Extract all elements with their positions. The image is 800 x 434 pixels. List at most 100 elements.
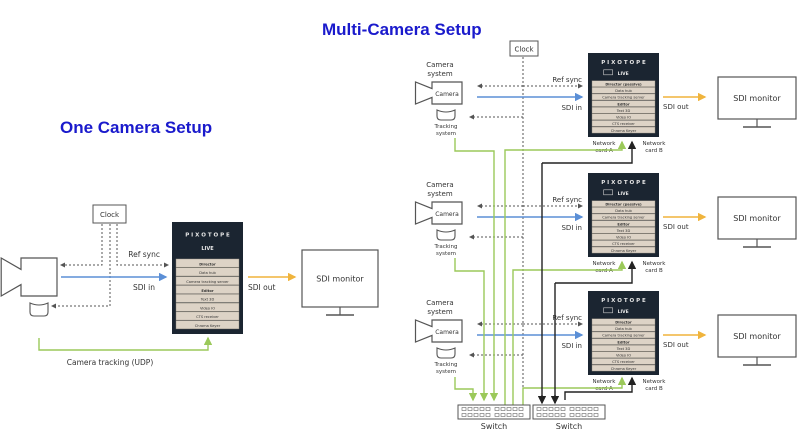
switch-port	[512, 413, 518, 417]
camera-system-label: Camera	[426, 299, 453, 307]
sdi-monitor	[717, 314, 797, 358]
sdi-in-label: SDI in	[561, 104, 582, 112]
one-camera-title: One Camera Setup	[60, 118, 213, 137]
switch-port	[485, 413, 491, 417]
module-row	[591, 240, 656, 247]
ref-sync-label: Ref sync	[552, 196, 582, 204]
switch-port	[542, 407, 548, 411]
module-row	[591, 364, 656, 372]
switch-port	[560, 413, 566, 417]
switch-port	[473, 407, 479, 411]
module-label: Data hub	[615, 209, 632, 213]
switch-port	[461, 407, 467, 411]
camera-icon	[414, 319, 463, 343]
switch-port	[473, 413, 479, 417]
camera-icon	[414, 81, 463, 105]
multi-camera-setup: ClockCamerasystemCameraTrackingsystemRef…	[414, 40, 797, 431]
switch-port	[587, 413, 593, 417]
network-card-a-label: Network	[593, 141, 617, 147]
display-icon	[603, 307, 613, 314]
module-row	[591, 226, 656, 234]
tracking-system-label: Tracking	[434, 244, 458, 250]
module-label: Editor	[617, 222, 629, 226]
module-row	[591, 106, 656, 114]
switch-port	[506, 413, 512, 417]
camera-system-label: Camera	[426, 181, 453, 189]
module-row	[175, 258, 240, 268]
switch-port	[467, 407, 473, 411]
module-row	[175, 294, 240, 303]
tracking-system-label: system	[436, 131, 456, 137]
pixotope-logo: P I X O T O P E	[601, 180, 646, 186]
tracking-system-label: system	[436, 251, 456, 257]
network-b-line-3	[564, 376, 637, 400]
switch-port	[500, 407, 506, 411]
module-label: Data hub	[615, 327, 632, 331]
module-row	[591, 220, 656, 227]
switch-port	[506, 407, 512, 411]
network-switch	[457, 404, 531, 420]
switch-port	[518, 407, 524, 411]
tracking-system-label: Tracking	[434, 124, 458, 130]
sdi-out-label: SDI out	[663, 341, 689, 349]
ref-sync-line-tracker	[51, 224, 111, 309]
module-label: Chroma Keyer	[611, 249, 637, 253]
module-label: Text 3D	[616, 109, 631, 113]
module-label: Chroma Keyer	[611, 367, 637, 371]
network-card-b-label: Network	[643, 261, 667, 267]
sdi-out-label: SDI out	[663, 103, 689, 111]
network-b-line-2b	[555, 260, 637, 284]
module-row	[591, 318, 656, 325]
switch-port	[593, 413, 599, 417]
switch-port	[536, 407, 542, 411]
camera-system-label: system	[427, 308, 452, 316]
clock-box	[92, 204, 127, 224]
clock-box	[509, 40, 539, 57]
switch-label: Switch	[481, 422, 507, 431]
module-label: Editor	[201, 289, 213, 293]
module-label: Director	[615, 320, 632, 324]
switch-port	[581, 413, 587, 417]
module-label: Editor	[617, 102, 629, 106]
network-card-b-label: card B	[645, 268, 663, 274]
network-a-line-1	[504, 140, 627, 405]
module-label: Camera tracking server	[602, 216, 645, 220]
ref-sync-label: Ref sync	[128, 250, 160, 259]
switch-port	[587, 407, 593, 411]
module-label: Chroma Keyer	[195, 324, 221, 328]
module-row	[591, 213, 656, 221]
module-row	[591, 331, 656, 339]
module-row	[591, 246, 656, 254]
live-label: LIVE	[201, 246, 214, 252]
module-row	[175, 320, 240, 330]
clock-label: Clock	[100, 211, 120, 219]
ref-sync-label: Ref sync	[552, 76, 582, 84]
monitor-label: SDI monitor	[316, 275, 364, 284]
monitor-label: SDI monitor	[733, 94, 781, 103]
module-label: Data hub	[615, 89, 632, 93]
module-row	[591, 113, 656, 121]
camera-system-label: system	[427, 190, 452, 198]
module-label: Video IO	[616, 354, 631, 358]
module-label: Text 3D	[616, 347, 631, 351]
module-row	[591, 233, 656, 241]
display-icon	[603, 189, 613, 196]
multi-camera-title: Multi-Camera Setup	[322, 20, 482, 39]
camera-tracking-line	[38, 336, 213, 351]
live-label: LIVE	[618, 191, 629, 197]
module-row	[591, 80, 656, 87]
switch-port	[593, 407, 599, 411]
module-label: Director	[199, 262, 216, 266]
pixotope-logo: P I X O T O P E	[601, 298, 646, 304]
switch-port	[554, 413, 560, 417]
display-icon	[603, 69, 613, 76]
tracking-sensor-icon	[29, 302, 49, 317]
switch-port	[569, 413, 575, 417]
sdi-monitor	[717, 196, 797, 240]
tracking-system-label: Tracking	[434, 362, 458, 368]
switch-port	[554, 407, 560, 411]
network-a-line-2	[512, 260, 627, 405]
module-row	[591, 351, 656, 359]
